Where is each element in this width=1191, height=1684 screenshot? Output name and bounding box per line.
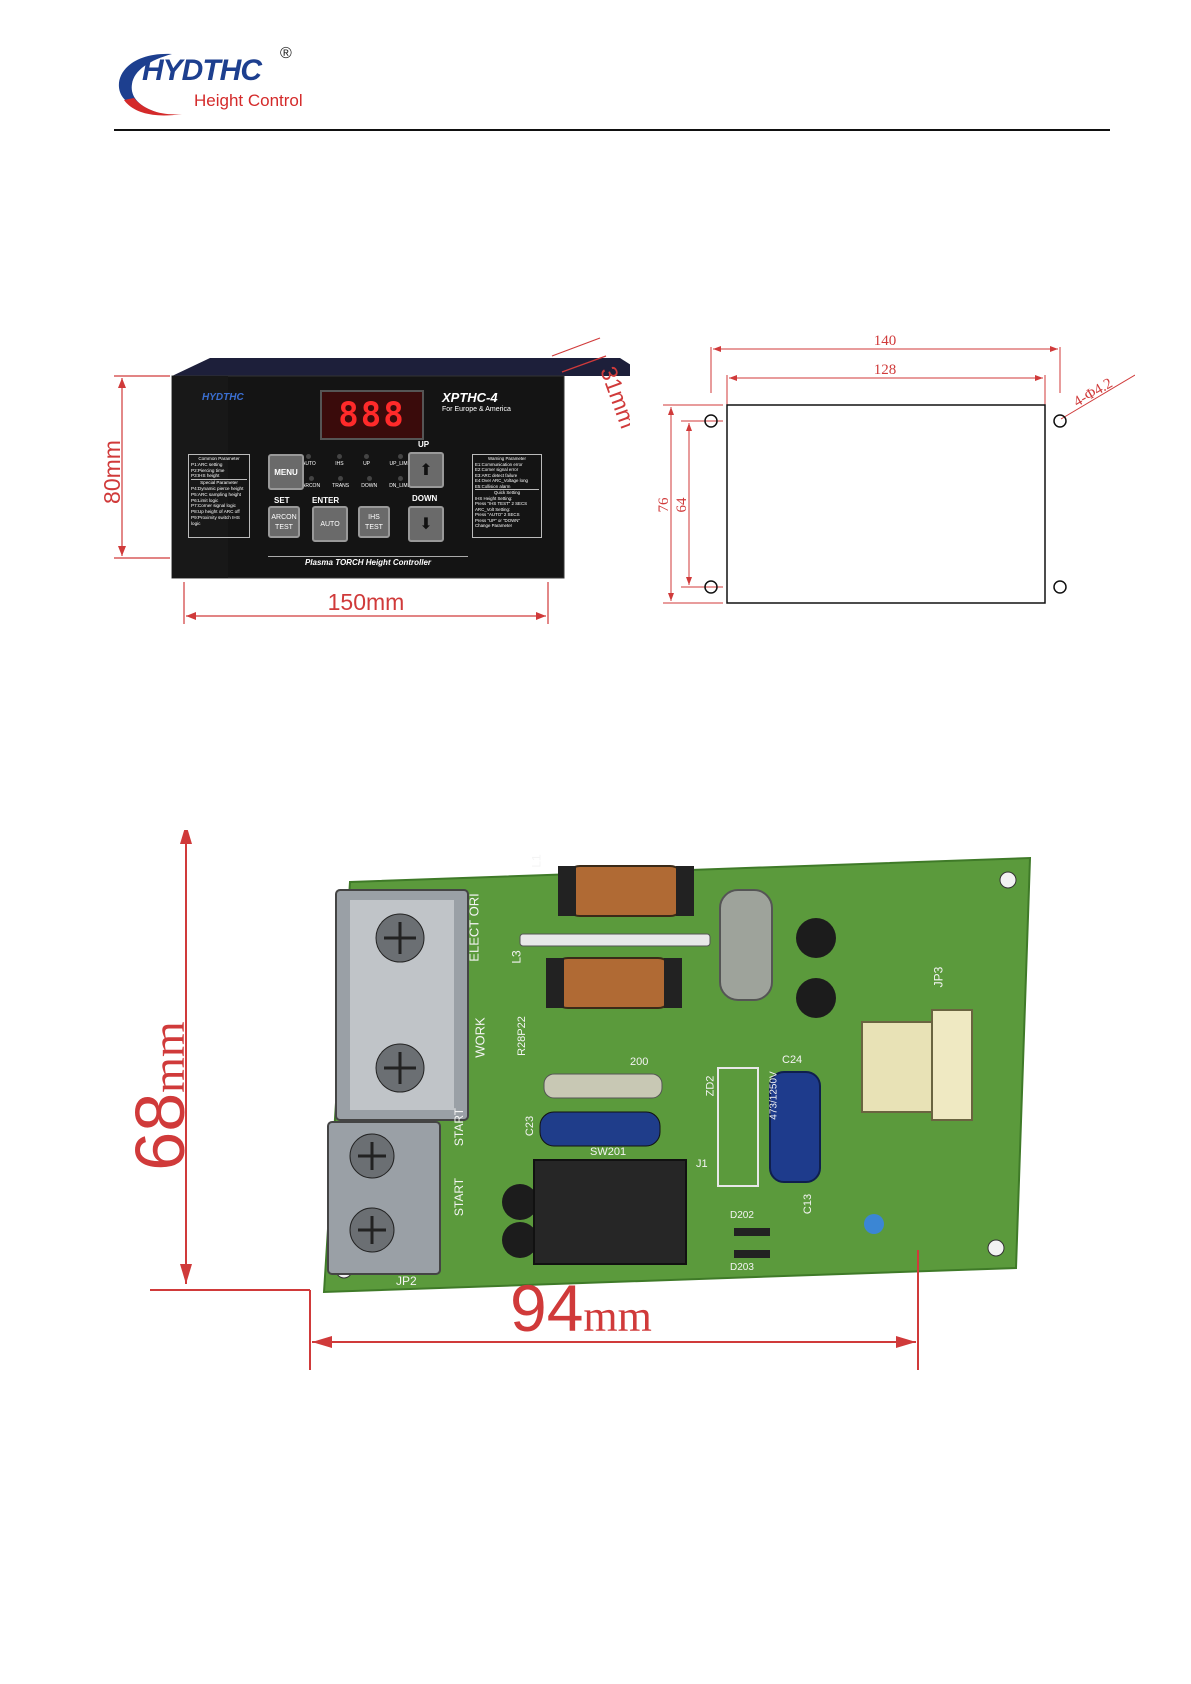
dim-inner-height: 64 bbox=[674, 497, 690, 513]
quick-line: Press "IHS TEST" 2 SECS bbox=[475, 501, 528, 506]
dim-width-label: 150mm bbox=[328, 589, 405, 615]
led-trans: TRANS bbox=[332, 476, 349, 489]
mount-hole bbox=[704, 414, 718, 428]
page-header: HYDTHC ® Height Control bbox=[0, 0, 1191, 135]
seven-seg-display: 888 bbox=[320, 390, 424, 440]
pcb-dim-width-label: 94mm bbox=[510, 1271, 652, 1345]
warning-title: Warning Parameter bbox=[488, 456, 526, 461]
quick-line: IHS Height Setting: bbox=[475, 495, 513, 501]
special-title: Special Parameter bbox=[191, 479, 247, 486]
down-label: DOWN bbox=[412, 494, 438, 503]
led-arcon: ARCON bbox=[302, 476, 320, 489]
cutout-drawing: 140 128 76 64 4-Φ4.2 bbox=[656, 333, 1135, 604]
panel-content: HYDTHC 888 XPTHC-4 For Europe & America … bbox=[172, 376, 564, 578]
controller-figure: 80mm 150mm 31mm HYDTHC 888 XPTHC-4 For E… bbox=[100, 320, 648, 640]
led-up: UP bbox=[363, 454, 370, 467]
mount-hole bbox=[704, 580, 718, 594]
panel-bottom-banner: Plasma TORCH Height Controller bbox=[268, 556, 468, 567]
warning-line: E1:Communication error bbox=[475, 461, 523, 467]
label-j1: J1 bbox=[696, 1158, 708, 1170]
hole-spec-label: 4-Φ4.2 bbox=[1071, 375, 1116, 410]
film-capacitor bbox=[769, 1071, 821, 1183]
quick-line: Press "UP" or "DOWN" bbox=[475, 517, 521, 523]
header-rule bbox=[114, 129, 1110, 131]
label-c24: C24 bbox=[782, 1054, 803, 1066]
label-d203: D203 bbox=[730, 1262, 754, 1273]
logo-text: HYDTHC bbox=[142, 54, 263, 87]
common-line: P1:ARC setting bbox=[191, 461, 223, 467]
led-auto: AUTO bbox=[302, 454, 316, 467]
common-title: Common Parameter bbox=[198, 456, 240, 461]
special-line: P6:Limit logic bbox=[191, 497, 219, 503]
dim-inner-width: 128 bbox=[874, 362, 897, 378]
arrow-up-icon: ⬆ bbox=[419, 462, 433, 479]
pcb-figure: L1 L3 ELECT ORI WORK START START JP2 JP3… bbox=[110, 830, 1060, 1480]
up-label: UP bbox=[418, 440, 430, 449]
model-sublabel: For Europe & America bbox=[442, 406, 511, 413]
special-line: P9:Proximity switch IHS logic bbox=[191, 514, 240, 526]
up-arrow-button[interactable]: ⬆ bbox=[408, 452, 444, 488]
quick-line: Press "AUTO" 2 SECS bbox=[475, 512, 520, 517]
right-param-box: Warning Parameter E1:Communication error… bbox=[472, 454, 542, 538]
label-sw201: SW201 bbox=[590, 1146, 627, 1158]
dim-outer-height: 76 bbox=[656, 497, 672, 513]
warning-line: E5:Collision alarm bbox=[475, 483, 511, 489]
menu-button[interactable]: MENU bbox=[268, 454, 304, 490]
led-down: DOWN bbox=[361, 476, 377, 489]
warning-line: E3:ARC detect failure bbox=[475, 472, 518, 478]
pcb-dim-height-label: 68mm bbox=[121, 1021, 199, 1171]
logo-registered: ® bbox=[280, 45, 292, 62]
quick-title: Quick Setting bbox=[475, 489, 539, 496]
arrow-down-icon: ⬇ bbox=[419, 516, 433, 533]
dim-outer-width: 140 bbox=[874, 333, 897, 349]
connector-jp3 bbox=[861, 1021, 933, 1113]
label-d202: D202 bbox=[730, 1210, 754, 1221]
led-ihs: IHS bbox=[335, 454, 344, 467]
down-arrow-button[interactable]: ⬇ bbox=[408, 506, 444, 542]
power-resistor bbox=[719, 889, 773, 1001]
led-dn-limit: DN_LIMIT bbox=[389, 476, 412, 489]
mount-hole bbox=[1053, 414, 1067, 428]
special-line: P8:Up height of ARC off bbox=[191, 509, 240, 515]
quick-line: ARC_Volt Setting: bbox=[475, 506, 511, 512]
label-jp2: JP2 bbox=[396, 1274, 417, 1288]
special-line: P5:ARC sampling height bbox=[191, 491, 242, 497]
common-line: P3:IHS height bbox=[191, 473, 220, 479]
pcb-dimensions bbox=[150, 830, 919, 1370]
panel-logo: HYDTHC bbox=[202, 392, 244, 403]
brand-logo: HYDTHC ® Height Control bbox=[118, 45, 302, 116]
led-row-2: ARCON TRANS DOWN DN_LIMIT bbox=[302, 476, 412, 489]
logo-subtitle: Height Control bbox=[194, 91, 302, 110]
logo-swoosh-red bbox=[124, 98, 182, 116]
special-line: P4:Dynamic pierce height bbox=[191, 485, 244, 491]
special-line: P7:Corner signal logic bbox=[191, 503, 236, 509]
cutout-rect bbox=[726, 404, 1046, 604]
model-label: XPTHC-4 bbox=[442, 390, 498, 405]
common-line: P2:Piercing time bbox=[191, 467, 225, 473]
led-row-1: AUTO IHS UP UP_LIMIT bbox=[302, 454, 412, 467]
warning-line: E2:Corner signal error bbox=[475, 467, 519, 472]
label-res-value: 200 bbox=[630, 1056, 649, 1068]
set-label: SET bbox=[274, 496, 290, 505]
quick-line: Change Parameter bbox=[475, 523, 513, 528]
warning-line: E4:Over ARC_Voltage long bbox=[475, 478, 528, 483]
led-up-limit: UP_LIMIT bbox=[389, 454, 412, 467]
relay bbox=[533, 1159, 687, 1265]
housing-top bbox=[172, 358, 648, 376]
auto-button[interactable]: AUTO bbox=[312, 506, 348, 542]
controller-dimensions: 80mm 150mm 31mm bbox=[100, 337, 630, 624]
enter-label: ENTER bbox=[312, 496, 340, 505]
logo-swoosh-blue bbox=[118, 53, 172, 112]
dim-depth-label: 31mm bbox=[595, 363, 630, 432]
dim-height-label: 80mm bbox=[100, 440, 125, 504]
left-param-box: Common Parameter P1:ARC setting P2:Pierc… bbox=[188, 454, 250, 538]
mount-hole bbox=[1053, 580, 1067, 594]
